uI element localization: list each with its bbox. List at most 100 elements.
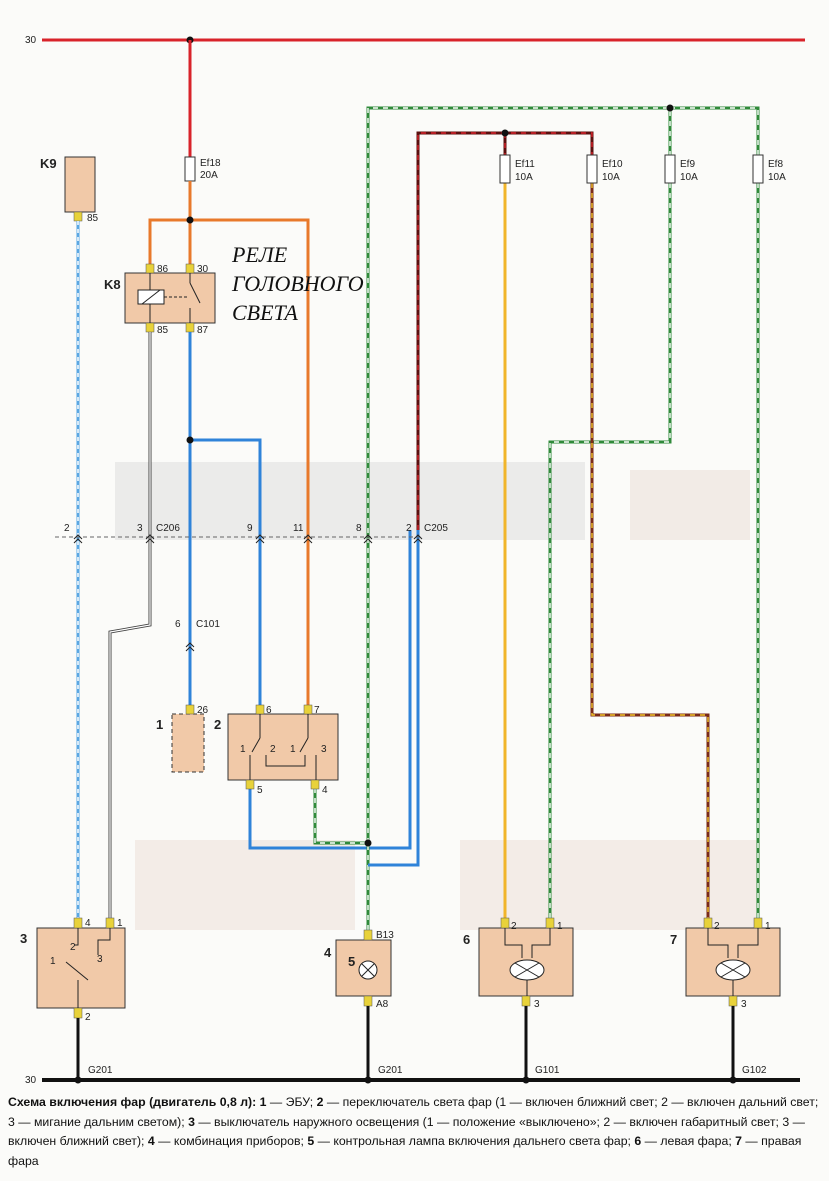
wire-stripe xyxy=(591,183,709,918)
background-ghost xyxy=(115,462,760,930)
caption-item-text: — выключатель наружного освещения (1 — п… xyxy=(8,1114,805,1149)
c3-label: 3 xyxy=(20,931,27,946)
c4-pin-b13: B13 xyxy=(376,930,394,941)
figure-caption: Схема включения фар (двигатель 0,8 л): 1… xyxy=(8,1093,820,1171)
pin-connector xyxy=(310,779,320,790)
pin-connector xyxy=(521,995,531,1007)
fuse-ef9 xyxy=(664,154,676,184)
c205-pin-8: 8 xyxy=(356,523,362,534)
fuse-ef10-id: Ef10 xyxy=(602,159,623,170)
fuse-ef9-id: Ef9 xyxy=(680,159,695,170)
c6-label: 6 xyxy=(463,932,470,947)
c4-label: 4 xyxy=(324,945,332,960)
c2-pin-4: 4 xyxy=(322,785,328,796)
pin-connector xyxy=(105,917,115,929)
pin-connector xyxy=(185,263,195,274)
k8-pin-87: 87 xyxy=(197,325,209,336)
wire-green-white xyxy=(313,106,760,930)
k8-label: K8 xyxy=(104,277,121,292)
k8-pin-85: 85 xyxy=(157,325,169,336)
junction xyxy=(501,129,509,137)
caption-item-text: — ЭБУ; xyxy=(266,1095,317,1109)
pin-connector xyxy=(185,704,195,715)
caption-item-text: — левая фара; xyxy=(641,1134,736,1148)
wire-brown-yellow xyxy=(590,183,710,918)
c6-pin-3: 3 xyxy=(534,999,540,1010)
relay-note-line2: ГОЛОВНОГО xyxy=(231,271,364,296)
fuse-ef11 xyxy=(499,154,511,184)
ground-g101: G101 xyxy=(535,1065,560,1076)
k9-label: K9 xyxy=(40,156,57,171)
caption-item-num: 4 xyxy=(147,1134,155,1148)
junction xyxy=(364,1076,372,1084)
pin-connector xyxy=(363,929,373,941)
fuse-ef10 xyxy=(586,154,598,184)
pin-connector xyxy=(303,704,313,715)
fuse-ef8 xyxy=(752,154,764,184)
caption-item-text: — комбинация приборов; xyxy=(154,1134,308,1148)
ground-g102: G102 xyxy=(742,1065,767,1076)
caption-item-text: — контрольная лампа включения дальнего с… xyxy=(314,1134,635,1148)
pin-connector xyxy=(245,779,255,790)
pin-connector xyxy=(500,917,510,929)
junction xyxy=(186,216,194,224)
component-k9 xyxy=(64,156,96,213)
switch-contacts-icon xyxy=(65,928,111,1008)
c205-pin-9: 9 xyxy=(247,523,253,534)
c206-label: C206 xyxy=(156,523,180,534)
junction xyxy=(666,104,674,112)
fuse-ef8-id: Ef8 xyxy=(768,159,783,170)
fuse-ef11-rating: 10A xyxy=(515,172,533,183)
c3-contact-1: 1 xyxy=(50,956,56,967)
pin-connector xyxy=(545,917,555,929)
relay-coil-icon xyxy=(137,273,201,323)
wire-black-ground xyxy=(76,1006,735,1080)
c2-contact-3b: 3 xyxy=(321,744,327,755)
junction xyxy=(729,1076,737,1084)
caption-item-num: 2 xyxy=(316,1095,324,1109)
c7-pin-2: 2 xyxy=(714,921,720,932)
c3-pin-4: 4 xyxy=(85,918,91,929)
pin-connector xyxy=(73,917,83,929)
k8-pin-86: 86 xyxy=(157,264,169,275)
c205-label: C205 xyxy=(424,523,448,534)
k9-pin-85: 85 xyxy=(87,213,99,224)
pin-connector xyxy=(73,1007,83,1019)
c2-contact-1a: 1 xyxy=(240,744,246,755)
caption-item-text: — переключатель света фар (1 — включен б… xyxy=(8,1095,819,1129)
pin-connector xyxy=(145,263,155,274)
k8-pin-30: 30 xyxy=(197,264,209,275)
pin-connector xyxy=(73,211,83,222)
relay-note-line1: РЕЛЕ xyxy=(231,242,288,267)
c7-pin-1: 1 xyxy=(765,921,771,932)
fuse-ef18 xyxy=(184,156,196,182)
wire-black-white xyxy=(108,332,152,918)
c2-pin-5: 5 xyxy=(257,785,263,796)
caption-item-num: 3 xyxy=(188,1114,195,1129)
component-1-ecu xyxy=(171,713,205,773)
c2-contact-1b: 1 xyxy=(290,744,296,755)
c3-pin-1: 1 xyxy=(117,918,123,929)
pin-connector xyxy=(255,704,265,715)
caption-item-num: 6 xyxy=(634,1134,642,1148)
c2-label: 2 xyxy=(214,717,221,732)
relay-note-line3: СВЕТА xyxy=(232,300,298,325)
c7-label: 7 xyxy=(670,932,677,947)
fuse-ef18-id: Ef18 xyxy=(200,158,221,169)
c7-pin-3: 3 xyxy=(741,999,747,1010)
lamp-cross xyxy=(361,963,375,977)
c3-contact-3: 3 xyxy=(97,954,103,965)
junction xyxy=(74,1076,82,1084)
connector-chevrons xyxy=(73,534,423,652)
c1-pin-26: 26 xyxy=(197,705,209,716)
bus-30-bottom-label: 30 xyxy=(25,1075,37,1086)
c101-pin-6: 6 xyxy=(175,619,181,630)
switch-contacts-icon xyxy=(249,714,317,780)
caption-title: Схема включения фар (двигатель 0,8 л): xyxy=(8,1095,257,1109)
c2-contact-2a: 2 xyxy=(270,744,276,755)
c101-label: C101 xyxy=(196,619,220,630)
pin-connector xyxy=(753,917,763,929)
c3-pin-2: 2 xyxy=(85,1012,91,1023)
fuse-ef10-rating: 10A xyxy=(602,172,620,183)
